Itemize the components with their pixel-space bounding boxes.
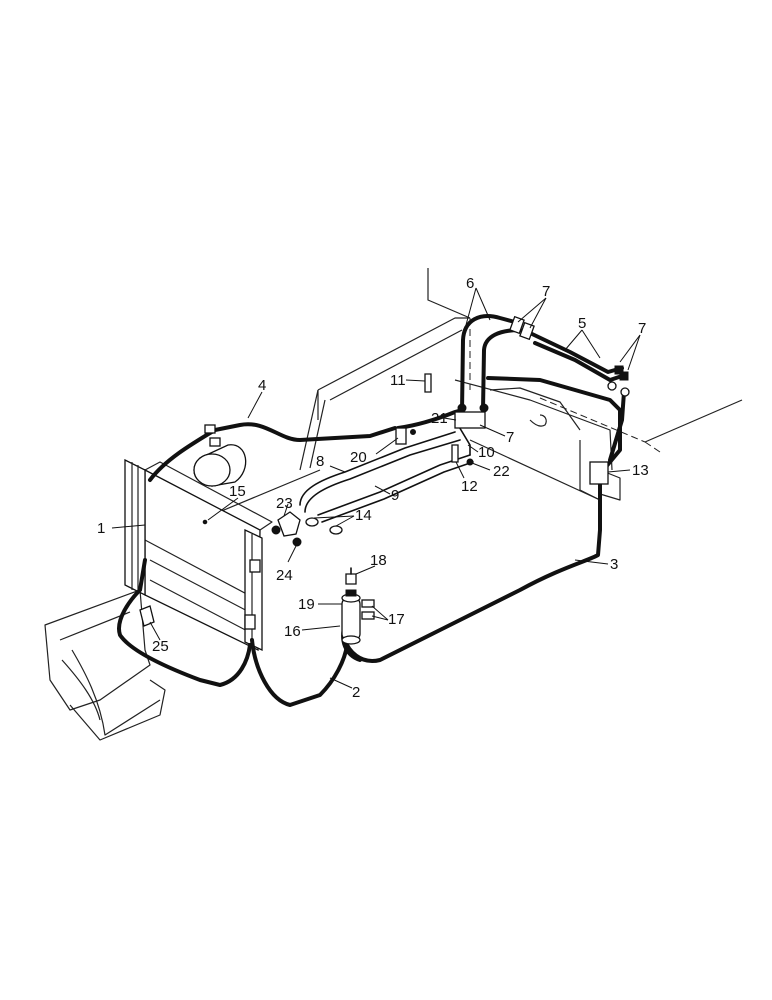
condenser-fitting-b [209, 437, 221, 447]
o-ring-14-b [329, 525, 343, 535]
hose-6-right [481, 328, 527, 412]
callout-15: 15 [229, 483, 246, 500]
callout-21: 21 [431, 410, 448, 427]
hose-7-pipe [608, 390, 626, 462]
fitting-right-low2 [620, 387, 630, 397]
clamp-20 [395, 427, 407, 445]
fitting-7-top-a [509, 315, 525, 335]
callout-3: 3 [610, 556, 618, 573]
clamp-13 [589, 461, 609, 485]
hose-8-b [304, 439, 461, 513]
callout-2: 2 [352, 684, 360, 701]
fitting-17-b [361, 611, 375, 620]
hose-3 [343, 478, 602, 663]
leader-lines [111, 287, 641, 689]
thin-hose-lines [299, 419, 474, 523]
callout-14: 14 [355, 507, 372, 524]
nut-22 [466, 458, 474, 466]
fitting-7-right-a [614, 365, 624, 375]
callout-22: 22 [493, 463, 510, 480]
fittings [139, 315, 630, 630]
callout-24: 24 [276, 567, 293, 584]
callout-11: 11 [390, 372, 406, 389]
hose-left-lower [117, 558, 252, 687]
condenser-fitting-a [204, 424, 216, 434]
callout-23: 23 [276, 495, 293, 512]
callout-8: 8 [316, 453, 324, 470]
callout-10: 10 [478, 444, 495, 461]
valve-23 [277, 511, 301, 537]
callout-1: 1 [97, 520, 105, 537]
callout-4: 4 [258, 377, 266, 394]
callout-20: 20 [350, 449, 367, 466]
callout-25: 25 [152, 638, 169, 655]
callout-7-mid: 7 [506, 429, 514, 446]
bolt-11 [424, 373, 432, 393]
callout-7-right: 7 [638, 320, 646, 337]
hose-5-a [528, 331, 624, 374]
floor-step-plate [44, 589, 166, 741]
callout-12: 12 [461, 478, 478, 495]
hose-2 [250, 638, 349, 707]
callout-18: 18 [370, 552, 387, 569]
nut-24 [292, 537, 302, 547]
callout-19: 19 [298, 596, 315, 613]
hose-6-left [460, 314, 517, 414]
hose-4 [148, 422, 397, 482]
receiver-drier [341, 567, 375, 645]
callout-6: 6 [466, 275, 474, 292]
fitting-17-a [361, 599, 375, 608]
callout-labels: 1 2 3 4 5 6 7 7 7 8 9 10 11 12 13 14 15 … [97, 275, 649, 701]
o-ring-14-a [305, 517, 319, 527]
callout-13: 13 [632, 462, 649, 479]
callout-16: 16 [284, 623, 301, 640]
bolt-12 [451, 444, 459, 463]
switch-18 [345, 573, 357, 585]
hose-5-b [533, 341, 627, 382]
callout-7-top: 7 [542, 283, 550, 300]
fitting-right-low [607, 381, 617, 391]
hose-7-to-13 [486, 376, 622, 470]
callout-5: 5 [578, 315, 586, 332]
blower-drum [193, 444, 247, 487]
clip-25 [139, 605, 155, 627]
callout-9: 9 [391, 487, 399, 504]
hose-9-a [317, 454, 471, 516]
callout-17: 17 [388, 611, 405, 628]
fitting-7-right-b [619, 371, 629, 381]
